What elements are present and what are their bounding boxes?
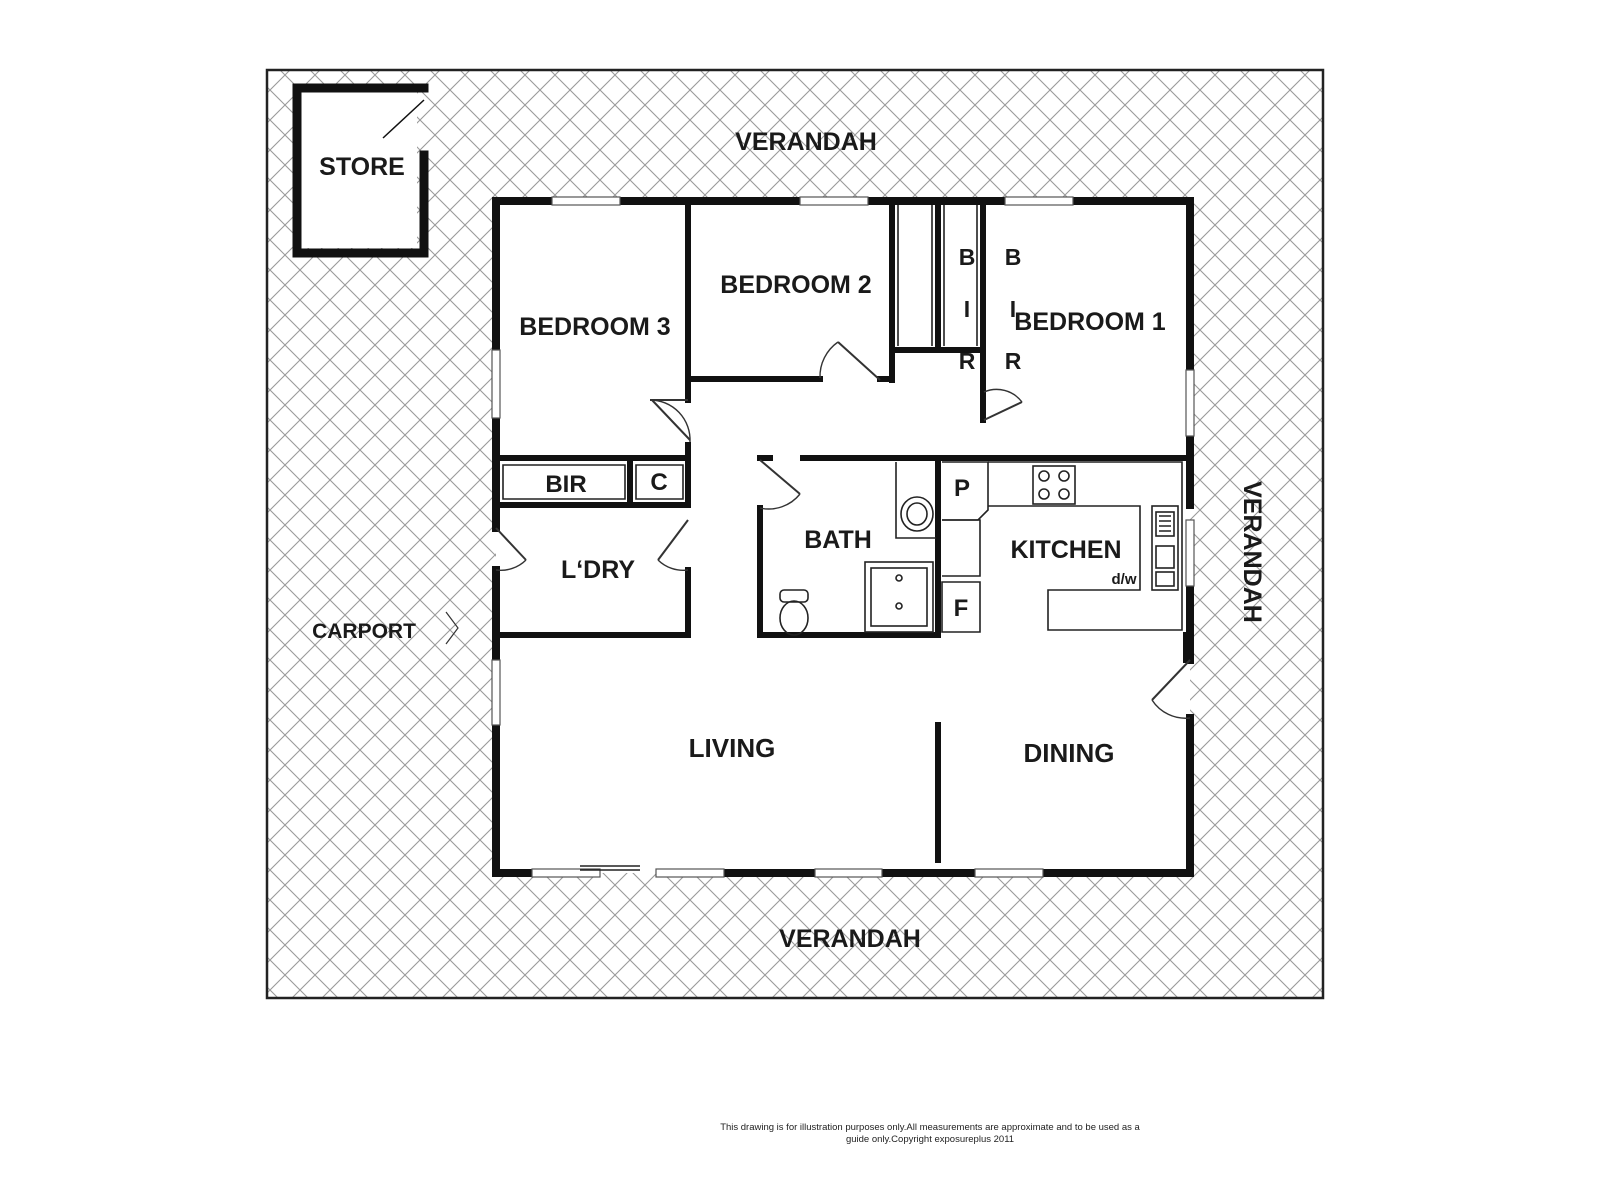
disclaimer: This drawing is for illustration purpose…	[640, 1122, 1220, 1146]
interior-walls	[493, 198, 1193, 863]
label-kitchen: KITCHEN	[1010, 536, 1121, 564]
label-cupboard: C	[650, 469, 667, 496]
label-dishwasher: d/w	[1112, 571, 1137, 588]
label-store: STORE	[319, 153, 405, 181]
fixtures	[502, 205, 1183, 871]
disclaimer-line-2: guide only.Copyright exposureplus 2011	[845, 1134, 1015, 1145]
label-verandah-right: VERANDAH	[1238, 481, 1266, 623]
disclaimer-line-1: This drawing is for illustration purpose…	[720, 1122, 1140, 1133]
verandah-area	[265, 68, 1325, 1000]
label-carport: CARPORT	[312, 620, 416, 643]
doors	[445, 341, 1191, 719]
label-dining: DINING	[1024, 738, 1115, 768]
label-bir-bedroom-3: BIR	[545, 471, 586, 498]
label-bedroom-1: BEDROOM 1	[1014, 308, 1166, 336]
windows	[491, 196, 1195, 878]
label-fridge: F	[954, 595, 969, 622]
store-building	[292, 83, 429, 258]
label-verandah-bottom: VERANDAH	[779, 925, 921, 953]
label-verandah-top: VERANDAH	[735, 128, 877, 156]
label-living: LIVING	[689, 733, 776, 763]
label-bedroom-2: BEDROOM 2	[720, 271, 871, 299]
exterior-walls	[492, 197, 1194, 877]
label-bedroom-3: BEDROOM 3	[519, 313, 670, 341]
label-bath: BATH	[804, 526, 872, 554]
label-pantry: P	[954, 475, 970, 502]
label-laundry: L‘DRY	[561, 556, 635, 584]
